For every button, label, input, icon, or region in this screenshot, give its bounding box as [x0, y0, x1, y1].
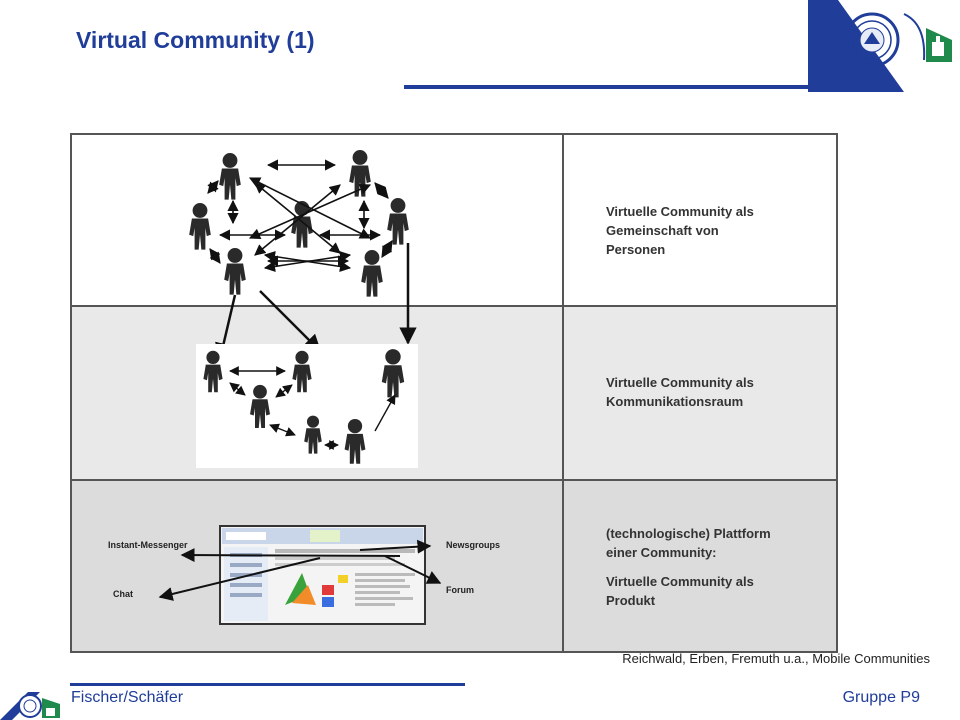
slide-title: Virtual Community (1) [76, 27, 315, 53]
university-logo [808, 0, 960, 92]
footer-authors: Fischer/Schäfer [71, 689, 184, 706]
channel-instant-messenger: Instant-Messenger [108, 540, 188, 550]
network-arrows [207, 159, 393, 273]
communication-panel [196, 344, 418, 468]
channel-chat: Chat [113, 589, 133, 599]
row3-label: (technologische) Plattform einer Communi… [606, 526, 771, 608]
row1-label: Virtuelle Community als Gemeinschaft von… [606, 204, 754, 257]
footer-group: Gruppe P9 [842, 689, 920, 706]
community-diagram [70, 133, 838, 653]
footer-rule [70, 683, 465, 686]
channel-newsgroups: Newsgroups [446, 540, 501, 550]
footer-university-logo [0, 692, 60, 720]
row-platform [70, 479, 838, 653]
source-citation: Reichwald, Erben, Fremuth u.a., Mobile C… [622, 651, 930, 666]
communication-arrows [229, 366, 396, 450]
title-underline [404, 85, 824, 89]
row2-label: Virtuelle Community als Kommunikationsra… [606, 375, 754, 409]
channel-arrows [158, 539, 442, 601]
channel-forum: Forum [446, 585, 474, 595]
